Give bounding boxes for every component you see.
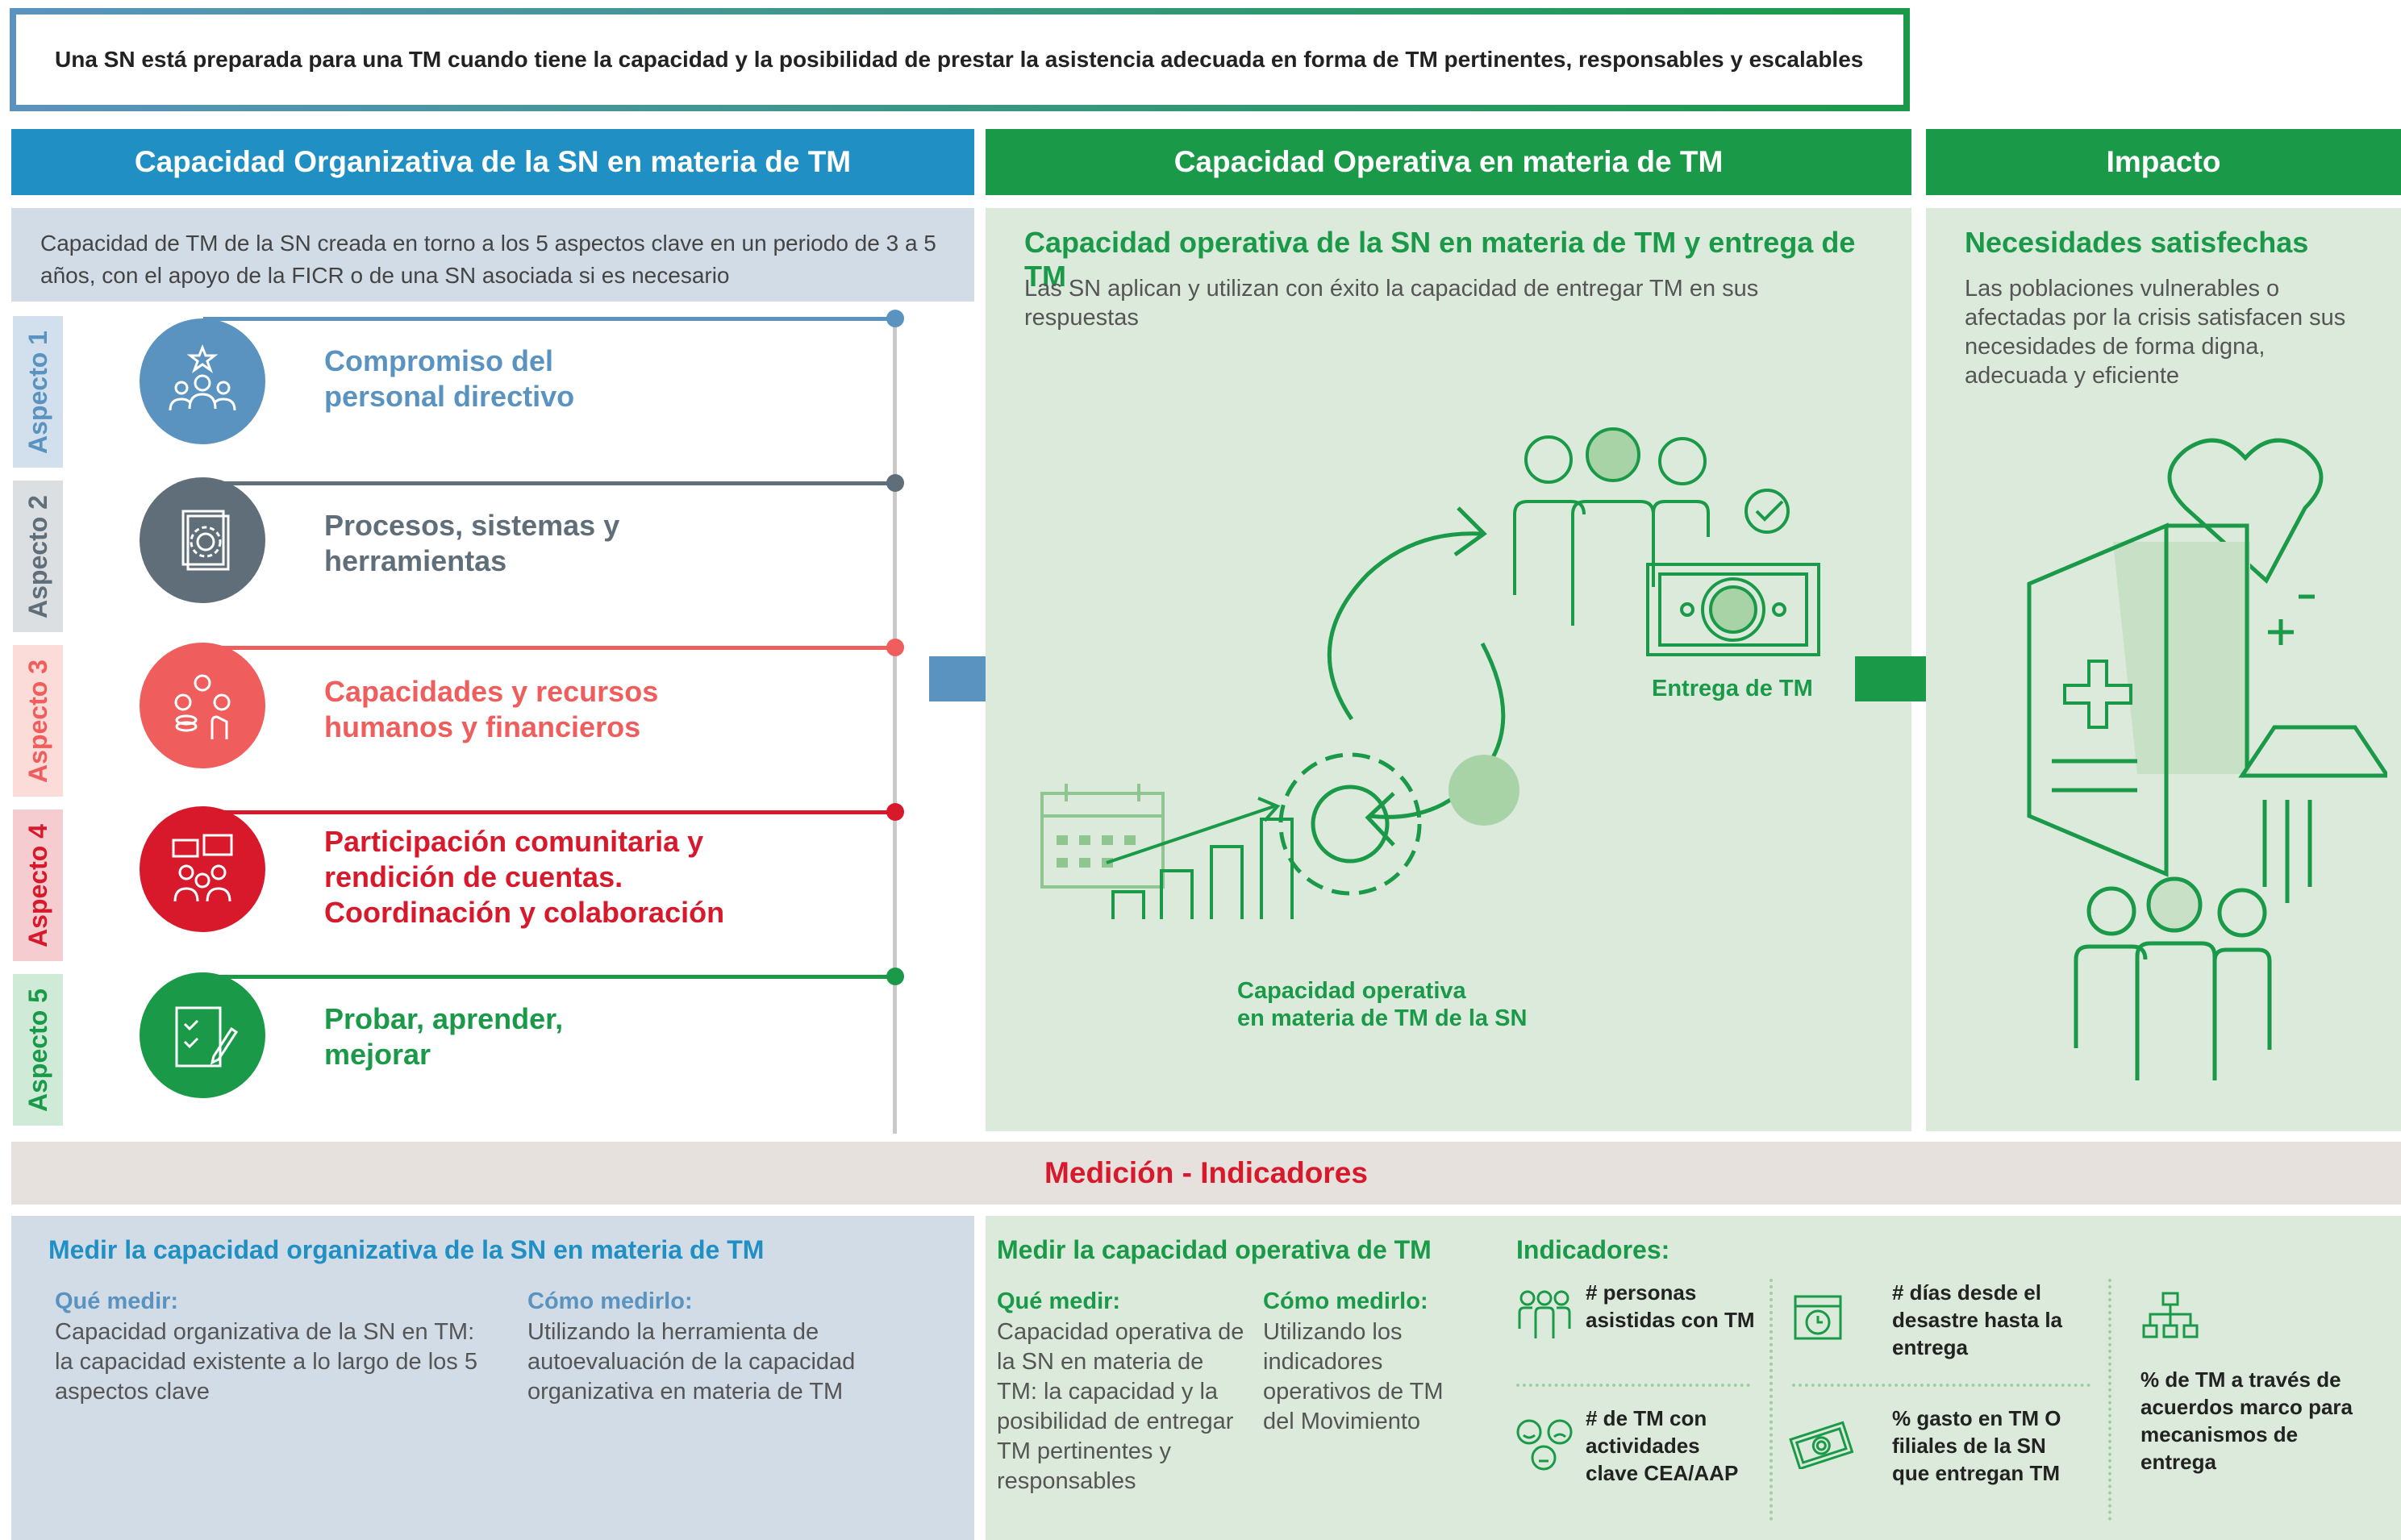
bar-growth-icon bbox=[1106, 797, 1294, 919]
indicator-days-to-delivery: # días desde el desastre hasta la entreg… bbox=[1892, 1280, 2063, 1359]
measure-org-what-label: Qué medir: bbox=[55, 1288, 179, 1314]
aspect-4-dot bbox=[886, 803, 904, 821]
aspect-5-label: Probar, aprender, mejorar bbox=[324, 1002, 564, 1071]
aspect-3-dot bbox=[886, 639, 904, 656]
header-operational-capacity: Capacidad Operativa en materia de TM bbox=[986, 129, 1911, 195]
measure-org-how-label: Cómo medirlo: bbox=[527, 1288, 693, 1314]
operational-text: Las SN aplican y utilizan con éxito la c… bbox=[1024, 276, 1759, 331]
operational-title: Capacidad operativa de la SN en materia … bbox=[1024, 226, 1856, 293]
header-impact: Impacto bbox=[1926, 129, 2401, 195]
aspect-tab-3: Aspecto 3 bbox=[13, 645, 63, 797]
community-icon bbox=[140, 806, 265, 932]
aspect-4-connector bbox=[203, 810, 895, 814]
indicator-cea-activities: # de TM con actividades clave CEA/AAP bbox=[1586, 1406, 1739, 1485]
cash-icon bbox=[1789, 1421, 1854, 1469]
operational-cycle-illustration bbox=[1040, 427, 1820, 919]
aspect-2-label: Procesos, sistemas y herramientas bbox=[324, 509, 620, 577]
aspect-1-dot bbox=[886, 310, 904, 327]
aspect-tab-2: Aspecto 2 bbox=[13, 481, 63, 632]
process-gear-icon bbox=[140, 477, 265, 603]
measure-op-what-label: Qué medir: bbox=[997, 1288, 1121, 1314]
org-chart-icon bbox=[2142, 1292, 2199, 1338]
indicator-framework-agreements: % de TM a través de acuerdos marco para … bbox=[2140, 1367, 2353, 1474]
divider bbox=[1769, 1279, 1773, 1521]
aspect-2-connector bbox=[203, 481, 895, 485]
impact-title: Necesidades satisfechas bbox=[1965, 226, 2309, 259]
header-organizational-capacity: Capacidad Organizativa de la SN en mater… bbox=[11, 129, 974, 195]
divider bbox=[2108, 1279, 2111, 1521]
heart-icon bbox=[2167, 438, 2324, 584]
measure-op-how-text: Utilizando los indicadores operativos de… bbox=[1263, 1319, 1444, 1434]
aspect-5-connector bbox=[203, 975, 895, 979]
needs-met-illustration bbox=[2027, 438, 2387, 1080]
measure-org-how-text: Utilizando la herramienta de autoevaluac… bbox=[527, 1319, 856, 1405]
delivery-label: Entrega de TM bbox=[1652, 676, 1813, 701]
measure-op-title: Medir la capacidad operativa de TM bbox=[997, 1235, 1432, 1264]
operational-panel bbox=[986, 208, 1911, 1131]
checklist-icon bbox=[140, 972, 265, 1098]
leadership-icon bbox=[140, 318, 265, 444]
measure-org-what-text: Capacidad organizativa de la SN en TM: l… bbox=[55, 1319, 477, 1405]
people-group-impact-icon bbox=[2074, 876, 2272, 1080]
indicator-people-assisted: # personas asistidas con TM bbox=[1586, 1280, 1755, 1332]
timeline-line bbox=[893, 318, 897, 1134]
measurement-bar: Medición - Indicadores bbox=[11, 1142, 2401, 1205]
banknote-icon bbox=[1646, 563, 1820, 656]
readiness-statement-box: Una SN está preparada para una TM cuando… bbox=[10, 8, 1910, 111]
calendar-clock-icon bbox=[1794, 1295, 1842, 1340]
readiness-statement: Una SN está preparada para una TM cuando… bbox=[55, 47, 1864, 72]
indicator-cash-spending: % gasto en TM O filiales de la SN que en… bbox=[1892, 1406, 2061, 1485]
org-intro-text: Capacidad de TM de la SN creada en torno… bbox=[11, 208, 974, 302]
resources-icon bbox=[140, 643, 265, 768]
capacity-label: Capacidad operativa en materia de TM de … bbox=[1237, 978, 1528, 1031]
feedback-faces-icon bbox=[1516, 1419, 1573, 1471]
calendar-icon bbox=[1040, 784, 1165, 889]
divider bbox=[1792, 1384, 2090, 1387]
medical-kit-icon bbox=[2027, 522, 2169, 877]
impact-text: Las poblaciones vulnerables o afectadas … bbox=[1965, 276, 2346, 389]
measure-op-how-label: Cómo medirlo: bbox=[1263, 1288, 1428, 1314]
people-icon bbox=[1518, 1290, 1571, 1338]
measure-org-title: Medir la capacidad organizativa de la SN… bbox=[48, 1235, 765, 1264]
aspect-2-dot bbox=[886, 474, 904, 492]
aspect-4-label: Participación comunitaria y rendición de… bbox=[324, 825, 725, 929]
aspect-tab-4: Aspecto 4 bbox=[13, 810, 63, 961]
gear-icon bbox=[1278, 752, 1519, 896]
measure-org-panel bbox=[11, 1216, 974, 1540]
indicators-title: Indicadores: bbox=[1516, 1235, 1670, 1264]
aspect-3-label: Capacidades y recursos humanos y financi… bbox=[324, 675, 659, 743]
aspect-1-label: Compromiso del personal directivo bbox=[324, 344, 575, 413]
aspect-tab-5: Aspecto 5 bbox=[13, 974, 63, 1126]
lamp-icon bbox=[2238, 725, 2387, 778]
people-group-icon bbox=[1513, 427, 1790, 626]
measure-op-what-text: Capacidad operativa de la SN en materia … bbox=[997, 1319, 1244, 1494]
divider bbox=[1516, 1384, 1750, 1387]
aspect-tab-1: Aspecto 1 bbox=[13, 316, 63, 468]
measure-op-panel bbox=[986, 1216, 2401, 1540]
aspect-5-dot bbox=[886, 968, 904, 985]
aspect-1-connector bbox=[203, 317, 895, 321]
aspect-3-connector bbox=[203, 646, 895, 650]
